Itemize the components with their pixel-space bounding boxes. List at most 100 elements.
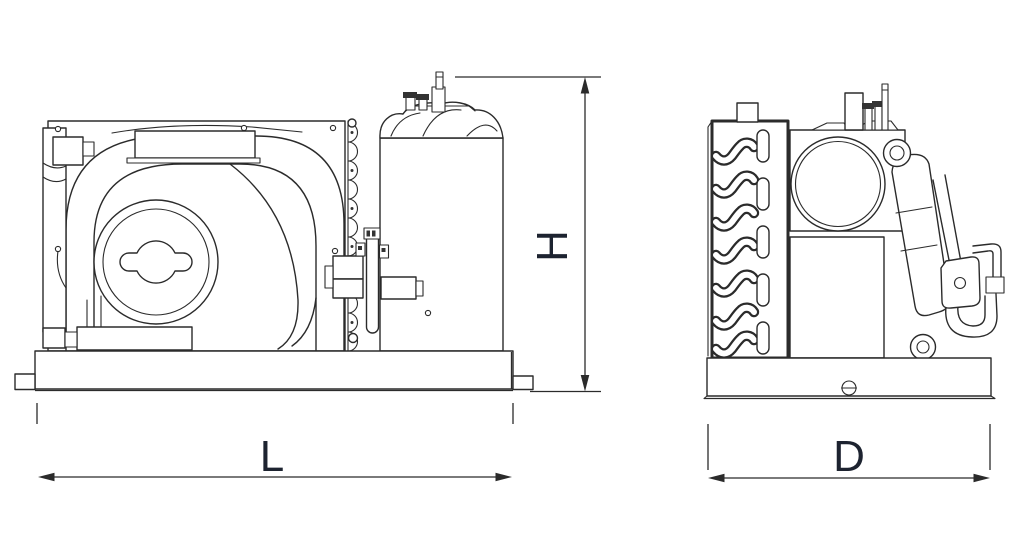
s-slot [713, 205, 757, 230]
scroll-involute-curve [229, 163, 299, 350]
dimension-length: L [36, 403, 514, 482]
duct-flange [126, 157, 261, 164]
grommet-ring-bottom-inner [916, 340, 930, 354]
grommet-ring-top [882, 138, 912, 168]
valve-stem-cap-1 [862, 103, 874, 109]
motor-inner-ring [102, 208, 210, 316]
valve-stem-cap-2 [872, 101, 884, 107]
front-base-tray [14, 350, 534, 392]
coil-top-post [736, 102, 759, 123]
valve-stem-1 [864, 107, 873, 131]
capsule-slot [756, 321, 770, 355]
terminal-bolt-1 [405, 96, 416, 111]
stem-cap-mark [366, 230, 370, 237]
valve-cylinder [380, 276, 417, 300]
s-slot [713, 172, 757, 197]
u-bend-tube [945, 293, 998, 338]
coil-capsule-slots [756, 129, 770, 355]
screw-hole [240, 124, 248, 132]
tube-end-bottom [347, 332, 359, 344]
height-label: H [528, 230, 577, 262]
valve-block-upper [332, 255, 364, 280]
side-view [703, 83, 1005, 400]
s-slot [713, 271, 757, 296]
blower-inlet-ring [790, 136, 886, 232]
mount-column [86, 295, 102, 328]
grommet-ring-top-inner [889, 145, 905, 161]
grommet-ring-bottom [909, 333, 937, 361]
side-tubing-assembly [882, 138, 1005, 361]
valve-stem-2 [874, 105, 883, 131]
dimension-depth: D [707, 424, 991, 483]
capsule-slot [756, 129, 770, 163]
d-arrow-right [973, 473, 990, 483]
base-tab-right [512, 375, 534, 391]
blower-inlet-inner [794, 140, 882, 228]
terminal-cap-1 [403, 92, 417, 98]
dimension-height: H [455, 76, 601, 393]
mount-foot [42, 327, 66, 349]
compressor-band [891, 153, 950, 317]
side-top-fittings [844, 83, 889, 131]
tube-dot [350, 207, 354, 210]
pipe-coupler [985, 276, 1005, 294]
valve-block-nub [324, 265, 334, 289]
tube-dot [350, 131, 354, 134]
h-arrow-down [580, 375, 590, 392]
junction-box-fitting [82, 141, 95, 157]
tube-end-top [347, 118, 357, 128]
s-slot [713, 332, 757, 357]
motor-mount [42, 295, 193, 351]
terminal-cap-2 [416, 94, 429, 100]
capsule-slot [756, 177, 770, 211]
screw-hole [54, 245, 62, 253]
valve-block-lower [332, 278, 364, 299]
blower-scroll-housing [65, 124, 345, 352]
bracket-seam-2 [42, 176, 67, 183]
dome-crease-1 [390, 112, 421, 137]
top-post [844, 92, 864, 131]
base-tab-left [14, 373, 36, 391]
screw-hole [329, 124, 337, 132]
wire-curve [56, 250, 67, 289]
mount-bar [76, 326, 193, 351]
h-arrow-up [580, 77, 590, 94]
l-arrow-right [495, 472, 512, 482]
top-flange-left [811, 122, 850, 131]
scroll-outlet-curve [291, 297, 317, 347]
left-bracket-assembly [42, 127, 95, 333]
coil-return-bends [347, 118, 359, 352]
blower-motor [93, 199, 219, 325]
clip-mark [381, 248, 386, 252]
band-couplings [895, 206, 938, 252]
length-label: L [260, 432, 284, 481]
l-arrow-left [38, 472, 55, 482]
coil-serpentine-slots [710, 137, 760, 359]
terminal-bolt-2 [418, 98, 428, 111]
junction-box [52, 136, 84, 166]
dome-crease-2 [422, 109, 462, 137]
base-corner-bevels [703, 395, 996, 400]
stem-cap-mark [372, 230, 376, 237]
tube-dot [350, 169, 354, 172]
bracket-hole [953, 276, 967, 290]
s-slot [713, 139, 757, 164]
tube-dot [350, 245, 354, 248]
mount-foot-step [64, 331, 78, 348]
thin-post [881, 83, 889, 131]
valve-stem-rod [365, 231, 380, 334]
side-base-tray [703, 357, 996, 400]
motor-hub [119, 240, 193, 284]
base-plate [34, 350, 514, 390]
tube-dot [350, 321, 354, 324]
s-slot [713, 304, 757, 329]
capsule-slot [756, 273, 770, 307]
screw-hole [424, 309, 432, 317]
coil-bumps [347, 122, 359, 352]
discharge-post [431, 86, 446, 113]
panel-screw-holes [54, 124, 432, 317]
screw-hole [331, 247, 339, 255]
housing-lower [789, 236, 885, 359]
